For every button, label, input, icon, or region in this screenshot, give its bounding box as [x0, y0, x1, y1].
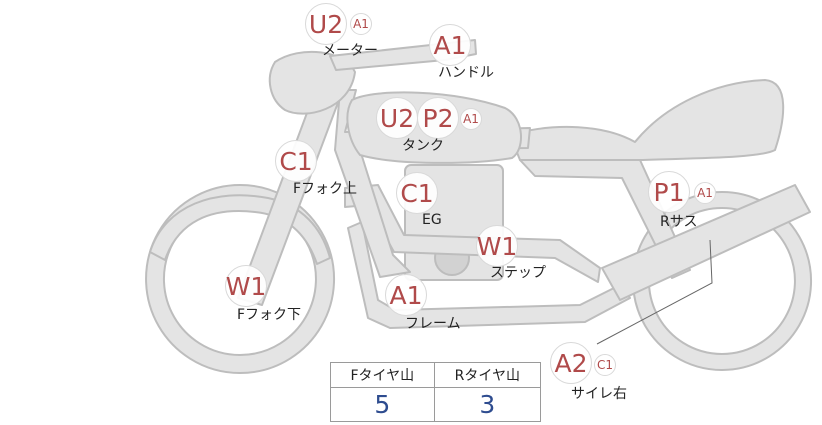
rsus-code-badge-2: A1: [694, 182, 716, 204]
tire-table-header-row: Fタイヤ山 Rタイヤ山: [330, 362, 542, 388]
ffork-lower-label: Fフォク下: [237, 307, 302, 323]
handle-label: ハンドル: [438, 65, 494, 81]
tank-code-badge-1: U2: [376, 97, 418, 139]
rear-tire-value: 3: [433, 387, 542, 422]
headlight-cowl: [268, 50, 356, 115]
seat: [509, 79, 785, 161]
front-tire-value: 5: [330, 387, 435, 422]
tire-tread-table: Fタイヤ山 Rタイヤ山 5 3: [330, 362, 542, 422]
rsus-code-badge-1: P1: [648, 171, 690, 213]
tank-code-badge-3: A1: [460, 108, 482, 130]
meter-code-badge-1: U2: [305, 3, 347, 45]
engine-code-badge-1: C1: [396, 172, 438, 214]
tank-label: タンク: [402, 138, 444, 154]
engine-label: EG: [422, 212, 442, 228]
muffler-right-label: サイレ右: [571, 386, 627, 402]
step-code-badge-1: W1: [476, 225, 518, 267]
step-label: ステップ: [490, 265, 546, 281]
frame-label: フレーム: [405, 316, 461, 332]
tire-table-value-row: 5 3: [330, 387, 542, 422]
rsus-label: Rサス: [660, 214, 698, 230]
front-fender: [149, 194, 331, 265]
ffork-upper-label: Fフォク上: [293, 181, 358, 197]
leader-line: [596, 239, 713, 345]
front-tire-header: Fタイヤ山: [330, 362, 435, 388]
ffork-upper-code-badge-1: C1: [275, 140, 317, 182]
meter-label: メーター: [322, 43, 378, 59]
muffler-right-code-badge-1: A2: [550, 342, 592, 384]
frame-code-badge-1: A1: [385, 274, 427, 316]
handle-code-badge-1: A1: [429, 24, 471, 66]
rear-tire-header: Rタイヤ山: [433, 362, 542, 388]
meter-code-badge-2: A1: [350, 13, 372, 35]
ffork-lower-code-badge-1: W1: [225, 265, 267, 307]
muffler: [601, 184, 811, 301]
muffler-right-code-badge-2: C1: [594, 354, 616, 376]
tank-code-badge-2: P2: [417, 97, 459, 139]
